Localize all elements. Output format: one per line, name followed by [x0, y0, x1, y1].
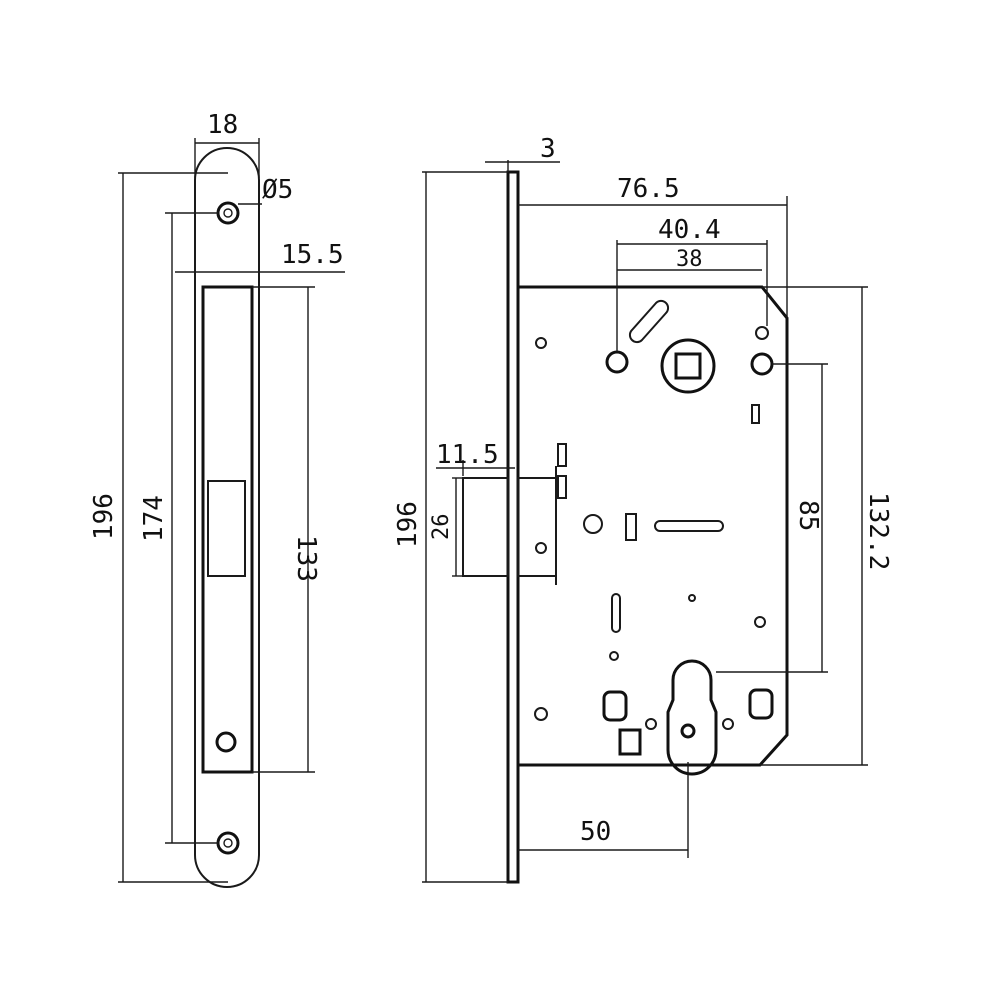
lower-block — [618, 728, 642, 756]
faceplate-outline — [194, 147, 260, 888]
lower-pocket-left — [602, 690, 628, 722]
latch-bolt — [462, 477, 509, 577]
dim-latch-height: 26 — [429, 514, 454, 541]
middle-hole — [583, 514, 603, 534]
latch-window — [207, 480, 246, 577]
side-view: 3 196 76.5 40.4 38 11.5 26 85 — [393, 134, 893, 884]
lock-case-outline — [518, 285, 789, 767]
rivet — [754, 616, 766, 628]
dim-centre-distance: 85 — [793, 500, 823, 531]
bottom-screw-inner — [223, 838, 233, 848]
small-hole-right — [755, 326, 769, 340]
rivet — [534, 707, 548, 721]
dim-screw-spacing: 174 — [139, 495, 169, 542]
side-faceplate — [506, 170, 520, 884]
top-screw-hole — [216, 201, 240, 225]
dim-follower-offset: 40.4 — [658, 215, 721, 245]
dim-latch-width: 11.5 — [436, 440, 499, 470]
body-hole — [215, 731, 237, 753]
dim-width: 18 — [207, 110, 238, 140]
lower-slot-vert — [611, 593, 621, 633]
front-view: 18 Ø5 15.5 196 174 133 — [89, 110, 345, 888]
lower-pocket-right — [748, 688, 774, 720]
cylinder-cutout — [666, 659, 718, 776]
latch-spring-1 — [557, 443, 567, 467]
mount-hole-right — [750, 352, 774, 376]
slot-top — [628, 299, 670, 344]
dim-screw-hole: Ø5 — [262, 175, 293, 205]
follower-square — [674, 352, 702, 380]
dim-plate-thickness: 3 — [540, 134, 556, 164]
latch-tail — [517, 477, 557, 577]
mount-hole-left — [605, 350, 629, 374]
rivet — [609, 651, 619, 661]
dim-faceplate-height: 196 — [393, 501, 423, 548]
top-screw-inner — [223, 208, 233, 218]
follower-hub — [660, 338, 716, 394]
faceplate-body — [201, 285, 254, 774]
dim-side-body-height: 132.2 — [863, 492, 893, 570]
rivet — [535, 542, 547, 554]
dim-body-height: 133 — [291, 535, 321, 582]
rivet — [535, 337, 547, 349]
rivet — [688, 594, 696, 602]
rivet — [722, 718, 734, 730]
dim-follower-offset-inner: 38 — [676, 247, 703, 272]
dim-inner-width: 15.5 — [281, 240, 344, 270]
rivet — [645, 718, 657, 730]
latch-spring-2 — [557, 475, 567, 499]
dim-backset: 50 — [580, 817, 611, 847]
cylinder-screw — [680, 723, 696, 739]
middle-slot-vert — [625, 513, 637, 541]
middle-slot-horiz — [654, 520, 724, 532]
dim-body-depth: 76.5 — [617, 174, 680, 204]
dim-total-height: 196 — [89, 493, 119, 540]
bottom-screw-hole — [216, 831, 240, 855]
small-slot — [751, 404, 760, 424]
